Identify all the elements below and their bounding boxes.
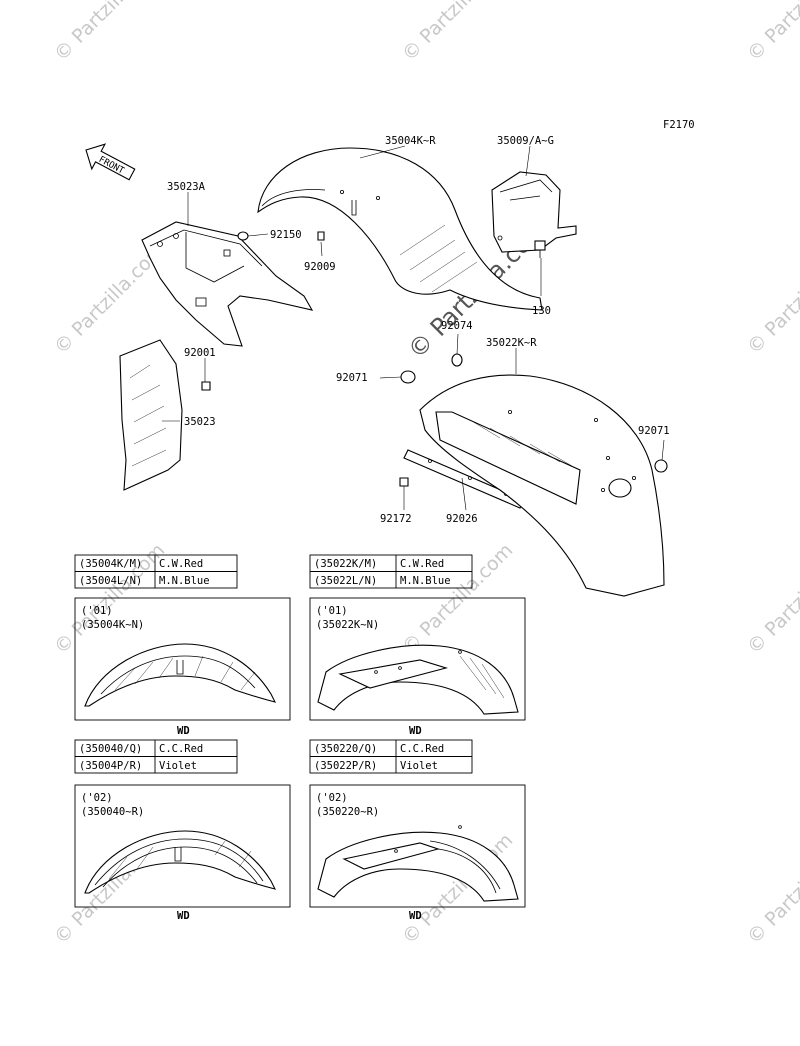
bolt-130 — [534, 240, 546, 258]
callout-92071: 92071 — [638, 425, 670, 437]
detail-year: ('02) — [316, 792, 348, 804]
callout-35009: 35009/A~G — [497, 135, 554, 147]
watermark: © Partzilla.com — [50, 0, 169, 66]
callout-35004K-R: 35004K~R — [385, 135, 436, 147]
color-table-color: M.N.Blue — [400, 575, 451, 587]
watermark: © Partzilla.com — [743, 239, 800, 358]
leader-lines — [162, 145, 665, 511]
grommet-92074 — [451, 353, 463, 367]
washer-92071 — [654, 459, 668, 473]
color-table: (350220/Q) C.C.Red (35022P/R) Violet — [309, 739, 473, 774]
figure-code: F2170 — [663, 119, 695, 131]
color-table-color: C.C.Red — [400, 743, 444, 755]
detail-part: (350220~R) — [316, 806, 379, 818]
color-table-part: (35004L/N) — [79, 575, 142, 587]
color-table-color: Violet — [159, 760, 197, 772]
color-table-part: (35004K/M) — [79, 558, 142, 570]
callout-92074: 92074 — [441, 320, 473, 332]
detail-panel: ('01) (35004K~N) WD — [74, 597, 291, 737]
watermark: © Partzilla.com — [743, 0, 800, 66]
bracket-35023A — [141, 221, 314, 347]
fender-35004 — [257, 147, 543, 311]
color-table-part: (35022L/N) — [314, 575, 377, 587]
color-table-color: M.N.Blue — [159, 575, 210, 587]
bolt-92001 — [201, 381, 211, 391]
color-table: (35004K/M) C.W.Red (35004L/N) M.N.Blue — [74, 554, 238, 589]
detail-year: ('01) — [81, 605, 113, 617]
callout-92172: 92172 — [380, 513, 412, 525]
callout-92009: 92009 — [304, 261, 336, 273]
grommet-92150 — [237, 231, 249, 241]
bracket-35009 — [491, 171, 577, 253]
color-table-color: C.C.Red — [159, 743, 203, 755]
detail-panel: ('02) (350220~R) WD — [309, 784, 526, 922]
color-table: (350040/Q) C.C.Red (35004P/R) Violet — [74, 739, 238, 774]
flap-35023 — [119, 339, 183, 491]
watermark: © Partzilla.com — [743, 539, 800, 658]
callout-92026: 92026 — [446, 513, 478, 525]
color-table-color: C.W.Red — [400, 558, 444, 570]
color-table-color: C.W.Red — [159, 558, 203, 570]
detail-caption: WD — [177, 910, 190, 922]
color-table: (35022K/M) C.W.Red (35022L/N) M.N.Blue — [309, 554, 473, 589]
hardware — [201, 231, 668, 487]
callout-92001: 92001 — [184, 347, 216, 359]
detail-year: ('01) — [316, 605, 348, 617]
detail-caption: WD — [409, 725, 422, 737]
callout-130: 130 — [532, 305, 551, 317]
callout-92150: 92150 — [270, 229, 302, 241]
color-table-part: (350040/Q) — [79, 743, 142, 755]
color-table-part: (35022K/M) — [314, 558, 377, 570]
washer-92071 — [400, 370, 416, 384]
callout-35023: 35023 — [184, 416, 216, 428]
detail-panel: ('02) (350040~R) WD — [74, 784, 291, 922]
detail-caption: WD — [177, 725, 190, 737]
callout-92071: 92071 — [336, 372, 368, 384]
callouts: 35004K~R 35009/A~G 35023A 92150 92009 13… — [167, 135, 670, 525]
bolt-92172 — [399, 477, 409, 487]
screw-92009 — [317, 231, 325, 241]
color-table-color: Violet — [400, 760, 438, 772]
detail-panel: ('01) (35022K~N) WD — [309, 597, 526, 737]
front-arrow-icon: FRONT — [85, 143, 136, 181]
color-table-part: (35022P/R) — [314, 760, 377, 772]
detail-part: (350040~R) — [81, 806, 144, 818]
detail-caption: WD — [409, 910, 422, 922]
detail-part: (35022K~N) — [316, 619, 379, 631]
fender-35022 — [419, 374, 665, 597]
detail-year: ('02) — [81, 792, 113, 804]
watermark: © Partzilla.com — [398, 0, 517, 66]
color-table-part: (350220/Q) — [314, 743, 377, 755]
detail-part: (35004K~N) — [81, 619, 144, 631]
color-table-part: (35004P/R) — [79, 760, 142, 772]
callout-35022K-R: 35022K~R — [486, 337, 537, 349]
watermark: © Partzilla.com — [743, 829, 800, 948]
callout-35023A: 35023A — [167, 181, 206, 193]
